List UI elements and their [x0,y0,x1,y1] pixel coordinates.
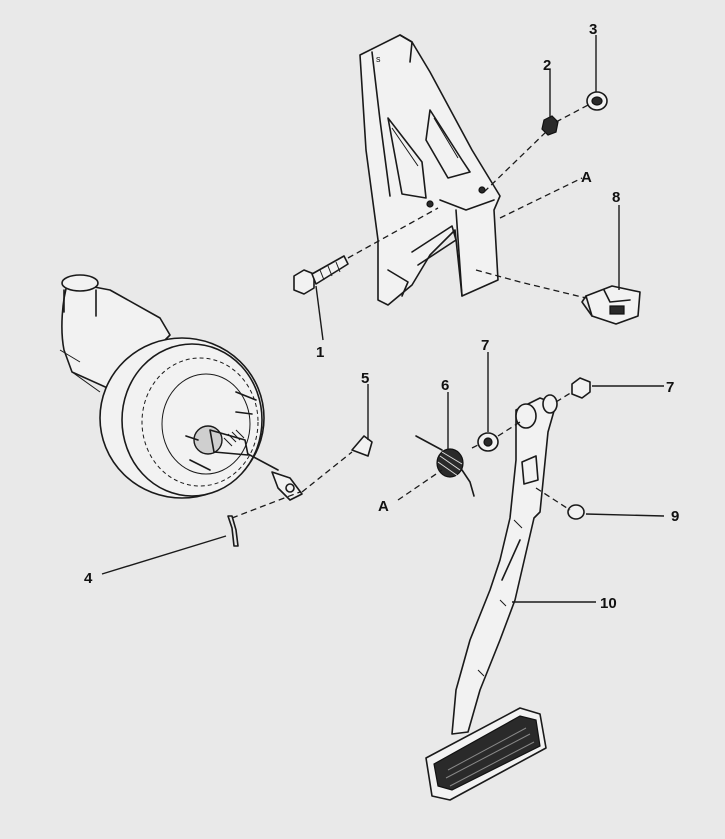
pedal-support-bracket: s [359,34,501,306]
pivot-bolt [293,255,349,295]
bushing-part-7-left [477,432,499,452]
master-cylinder [59,274,171,393]
callout-labels: 1 2 3 8 A 5 6 7 7 9 10 4 A [84,21,679,612]
stop-lamp-switch [581,285,641,325]
pin-part-9 [567,504,585,520]
callout-8: 8 [612,189,620,206]
callout-9: 9 [671,508,679,525]
pushrod-clevis [247,453,303,501]
booster-canister [99,337,265,499]
callout-2: 2 [543,57,551,74]
bushing-part-7-right [571,377,591,399]
callout-7-left: 7 [481,337,489,354]
nut-part-2 [541,115,559,136]
callout-1: 1 [316,344,324,361]
callout-3: 3 [589,21,597,38]
callout-ref-A-top: A [581,169,592,186]
callout-ref-A-bottom: A [378,498,389,515]
brake-booster-assembly [59,274,303,501]
retainer-part-5 [351,435,373,457]
callout-4: 4 [84,570,93,587]
bracket-mark: s [376,54,381,64]
pedal-pad [425,707,547,801]
bushing-part-3 [586,91,608,111]
brake-pedal [451,394,558,735]
callout-10: 10 [600,595,617,612]
callout-7-right: 7 [666,379,674,396]
clip-part-4 [227,515,239,547]
leader-lines [101,35,665,603]
return-spring [415,435,475,497]
callout-6: 6 [441,377,449,394]
assembly-lines [231,103,591,519]
callout-5: 5 [361,370,369,387]
